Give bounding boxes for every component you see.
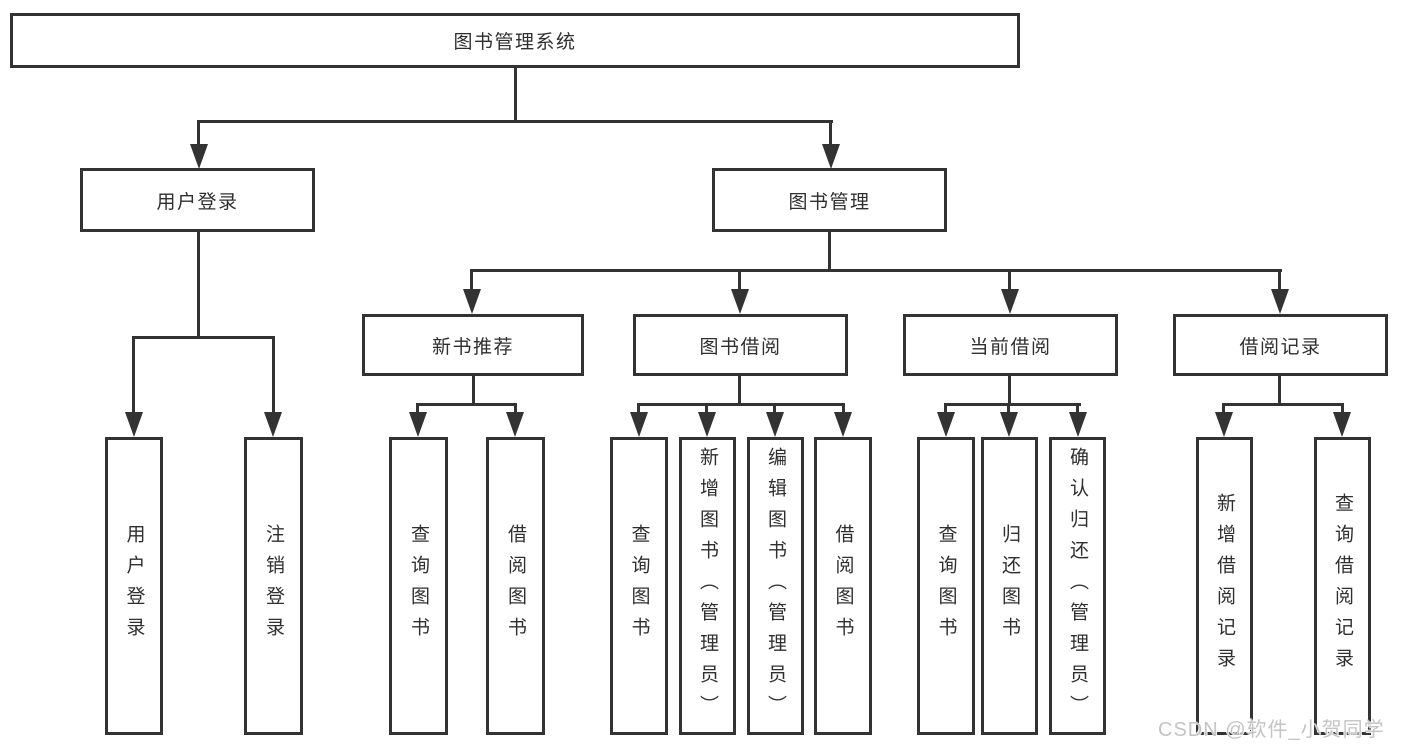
leaf-add-borrow-record: 新增借阅记录 <box>1196 437 1253 735</box>
arrow-down-icon <box>190 144 208 169</box>
connector-line <box>1008 376 1011 406</box>
node-label: 图书管理系统 <box>453 32 577 53</box>
node-label: 查询图书 <box>408 524 429 648</box>
connector-line <box>705 403 708 415</box>
arrow-down-icon <box>506 412 524 437</box>
node-label: 图书借阅 <box>699 336 782 358</box>
node-label: 编辑图书（管理员） <box>765 446 786 726</box>
connector-line <box>416 403 517 406</box>
node-label: 借阅图书 <box>505 524 526 648</box>
leaf-user-login: 用户登录 <box>105 437 163 735</box>
connector-line <box>514 403 517 415</box>
connector-line <box>1222 403 1225 415</box>
arrow-down-icon <box>1000 412 1018 437</box>
node-new-book-recommend: 新书推荐 <box>362 314 584 376</box>
connector-line <box>197 120 200 148</box>
connector-line <box>197 232 200 339</box>
arrow-down-icon <box>766 412 784 437</box>
arrow-down-icon <box>125 412 143 437</box>
leaf-borrow-books-borrowing: 借阅图书 <box>814 437 872 735</box>
arrow-down-icon <box>1215 412 1233 437</box>
leaf-query-books-current: 查询图书 <box>917 437 975 735</box>
connector-line <box>416 403 419 415</box>
node-label: 查询借阅记录 <box>1332 493 1353 679</box>
leaf-logout: 注销登录 <box>244 437 303 735</box>
node-label: 注销登录 <box>263 524 284 648</box>
arrow-down-icon <box>463 289 481 314</box>
connector-line <box>738 269 741 293</box>
leaf-return-books: 归还图书 <box>981 437 1038 735</box>
arrow-down-icon <box>1333 412 1351 437</box>
leaf-add-books-admin: 新增图书（管理员） <box>679 437 736 735</box>
connector-line <box>197 120 833 123</box>
node-label: 归还图书 <box>999 524 1020 648</box>
leaf-borrow-books-newrec: 借阅图书 <box>486 437 545 735</box>
connector-line <box>470 269 473 293</box>
watermark: CSDN @软件_小贺同学 <box>1158 719 1385 741</box>
arrow-down-icon <box>698 412 716 437</box>
connector-line <box>472 376 475 406</box>
node-label: 查询图书 <box>935 524 957 648</box>
node-library-management-system: 图书管理系统 <box>10 13 1020 68</box>
leaf-confirm-return-admin: 确认归还（管理员） <box>1049 437 1106 735</box>
connector-line <box>842 403 845 415</box>
connector-line <box>514 68 517 123</box>
connector-line <box>132 336 135 416</box>
node-label: 用户登录 <box>156 191 239 213</box>
connector-line <box>1222 403 1344 406</box>
connector-line <box>944 403 947 415</box>
connector-line <box>1076 403 1079 415</box>
connector-line <box>637 403 845 406</box>
arrow-down-icon <box>1271 289 1289 314</box>
connector-line <box>944 403 1081 406</box>
connector-line <box>828 232 831 272</box>
node-user-login: 用户登录 <box>80 168 315 232</box>
node-label: 图书管理 <box>788 191 871 213</box>
node-label: 新增图书（管理员） <box>697 446 718 726</box>
connector-line <box>132 336 275 339</box>
arrow-down-icon <box>834 412 852 437</box>
connector-line <box>1278 269 1281 293</box>
arrow-down-icon <box>630 412 648 437</box>
arrow-down-icon <box>1001 289 1019 314</box>
arrow-down-icon <box>409 412 427 437</box>
arrow-down-icon <box>731 289 749 314</box>
connector-line <box>1008 269 1011 293</box>
leaf-query-books-newrec: 查询图书 <box>389 437 448 735</box>
arrow-down-icon <box>264 412 282 437</box>
node-book-management: 图书管理 <box>712 168 947 232</box>
node-book-borrowing: 图书借阅 <box>633 314 848 376</box>
connector-line <box>1278 376 1281 406</box>
connector-line <box>1341 403 1344 415</box>
connector-line <box>1007 403 1010 415</box>
connector-line <box>470 269 1282 272</box>
node-borrowing-records: 借阅记录 <box>1173 314 1388 376</box>
arrow-down-icon <box>1069 412 1087 437</box>
node-label: 新增借阅记录 <box>1214 493 1235 679</box>
connector-line <box>829 120 832 148</box>
leaf-query-borrow-record: 查询借阅记录 <box>1314 437 1371 735</box>
node-label: 用户登录 <box>123 524 145 648</box>
connector-line <box>272 336 275 416</box>
leaf-query-books-borrowing: 查询图书 <box>610 437 668 735</box>
node-label: 借阅记录 <box>1239 336 1322 358</box>
connector-line <box>637 403 640 415</box>
arrow-down-icon <box>822 144 840 169</box>
node-label: 当前借阅 <box>969 336 1052 358</box>
leaf-edit-books-admin: 编辑图书（管理员） <box>747 437 804 735</box>
connector-line <box>773 403 776 415</box>
node-label: 新书推荐 <box>431 336 514 358</box>
node-label: 借阅图书 <box>832 524 854 648</box>
node-label: 确认归还（管理员） <box>1067 446 1088 726</box>
arrow-down-icon <box>937 412 955 437</box>
connector-line <box>738 376 741 406</box>
node-current-borrowing: 当前借阅 <box>903 314 1118 376</box>
node-label: 查询图书 <box>628 524 650 648</box>
